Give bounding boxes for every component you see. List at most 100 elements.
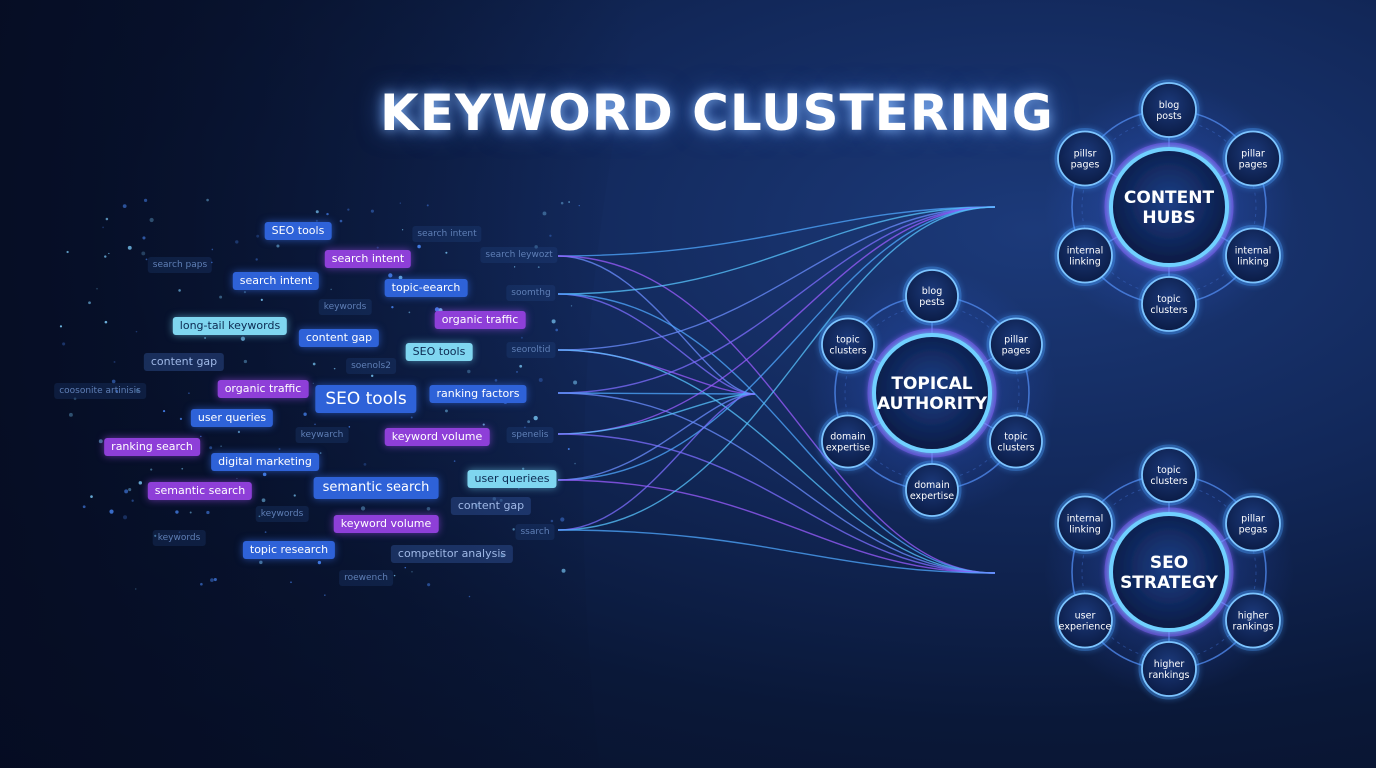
satellite-label: topic [1157,465,1180,476]
particle [330,288,332,291]
particle [326,212,329,216]
particle [162,409,166,413]
flow-line [557,349,996,574]
satellite-glow [902,266,962,326]
keyword-chip: semantic search [147,482,253,500]
particle [293,494,296,497]
keyword-chip: seoroltid [506,342,556,358]
flow-line [557,206,996,295]
flow-line [557,392,996,574]
particle [574,462,576,465]
particle [220,445,222,447]
particle [453,460,456,462]
particle [108,252,110,255]
keyword-chip: keywarch [295,427,349,443]
particle [518,488,520,490]
hub-core [1109,512,1229,632]
particle [206,198,209,202]
particle [209,446,213,450]
flow-line [557,393,756,435]
particle [570,305,573,307]
particle [82,505,86,509]
satellite-label: linking [1237,257,1269,268]
particle [90,495,93,498]
flow-lines [557,199,1059,581]
satellite-label: pages [1239,160,1268,171]
particle [303,412,307,416]
keyword-chip: content gap [298,329,380,347]
satellite-node [1141,641,1197,697]
particle [468,595,471,598]
keyword-chip: topic research [242,541,336,559]
particle [88,301,91,305]
particle [260,298,263,301]
particle [213,577,217,582]
satellite-node [1057,130,1113,187]
satellite-label: pests [919,297,945,308]
particle [314,423,316,426]
keyword-chip: soomthg [506,285,556,301]
hub-diagrams: CONTENTHUBSblogpostspillarpagesinternall… [807,79,1294,700]
particle [573,380,578,385]
satellite-label: blog [1159,100,1180,111]
particle [113,361,116,363]
particle [111,379,116,384]
particle [143,198,148,202]
satellite-label: topic [1157,294,1180,305]
satellite-glow [1054,128,1116,189]
particle [492,497,497,501]
particle [131,499,134,502]
satellite-label: experience [1059,622,1112,633]
particle [542,211,547,216]
satellite-node [989,414,1043,469]
keyword-chip: search intent [324,250,412,268]
hub-title: STRATEGY [1120,573,1219,593]
keyword-chip: SEO tools [264,222,332,240]
particle [178,531,181,534]
particle [123,515,128,520]
satellite-glow [818,315,878,374]
particle [411,570,413,573]
particle [538,377,543,382]
keyword-chip: soenols2 [346,358,396,374]
particle [401,229,404,231]
particle [276,244,280,248]
particle [467,369,471,374]
particle [243,359,248,364]
particle [404,566,407,569]
satellite-node [1225,227,1281,284]
particle [568,201,570,203]
keyword-chip: keywords [255,506,309,522]
hub-title: HUBS [1142,208,1195,228]
particle [189,511,192,514]
keyword-chip: user queries [190,409,274,427]
particle [551,319,556,324]
particle [524,426,526,429]
particle [516,371,518,373]
particle [482,423,485,426]
satellite-node [1225,130,1281,187]
satellite-node [1225,592,1281,649]
particle [142,236,146,240]
particle [408,311,411,314]
particle [567,448,570,451]
satellite-label: pillar [1241,149,1265,160]
particle [105,217,109,221]
particle [426,204,429,207]
particle [73,397,77,401]
particle [124,489,129,494]
satellite-label: internal [1067,246,1103,257]
particle [62,342,66,346]
satellite-glow [986,412,1046,471]
particle [261,498,266,503]
particle [348,426,351,428]
satellite-node [821,414,875,469]
flow-line [557,293,996,574]
keyword-chip: semantic search [313,477,439,499]
particle [115,389,118,393]
particle [68,412,73,417]
satellite-node [1141,82,1197,138]
satellite-glow [902,460,962,520]
particle [370,209,374,213]
